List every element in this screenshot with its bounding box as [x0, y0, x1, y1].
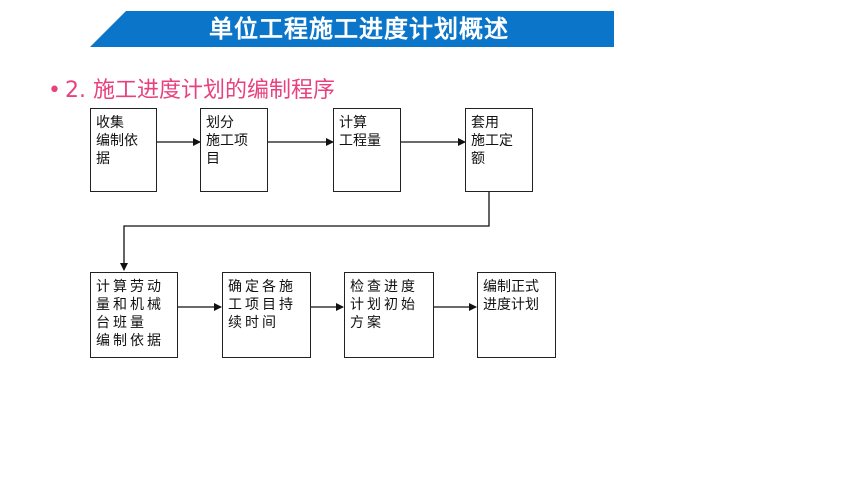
flow-box-duration: 确定各施 工项目持 续时间 — [222, 272, 311, 358]
bullet-icon: • — [48, 78, 61, 103]
title-banner — [90, 11, 614, 47]
flow-box-collect-basis: 收集 编制依 据 — [90, 108, 157, 192]
flow-box-apply-quota: 套用 施工定 额 — [465, 108, 533, 192]
flow-box-labor-machine: 计算劳动 量和机械 台班量 编制依据 — [90, 272, 178, 358]
flow-box-calc-quantity: 计算 工程量 — [333, 108, 401, 192]
flow-box-divide-items: 划分 施工项 目 — [200, 108, 268, 192]
arrow-quota-to-labor — [120, 192, 490, 271]
section-heading-text: 2. 施工进度计划的编制程序 — [64, 78, 335, 103]
section-heading: •2. 施工进度计划的编制程序 — [48, 76, 335, 106]
flow-box-formal-plan: 编制正式 进度计划 — [477, 272, 556, 358]
flow-box-check-plan: 检查进度 计划初始 方案 — [344, 272, 434, 358]
page-title: 单位工程施工进度计划概述 — [209, 15, 509, 43]
